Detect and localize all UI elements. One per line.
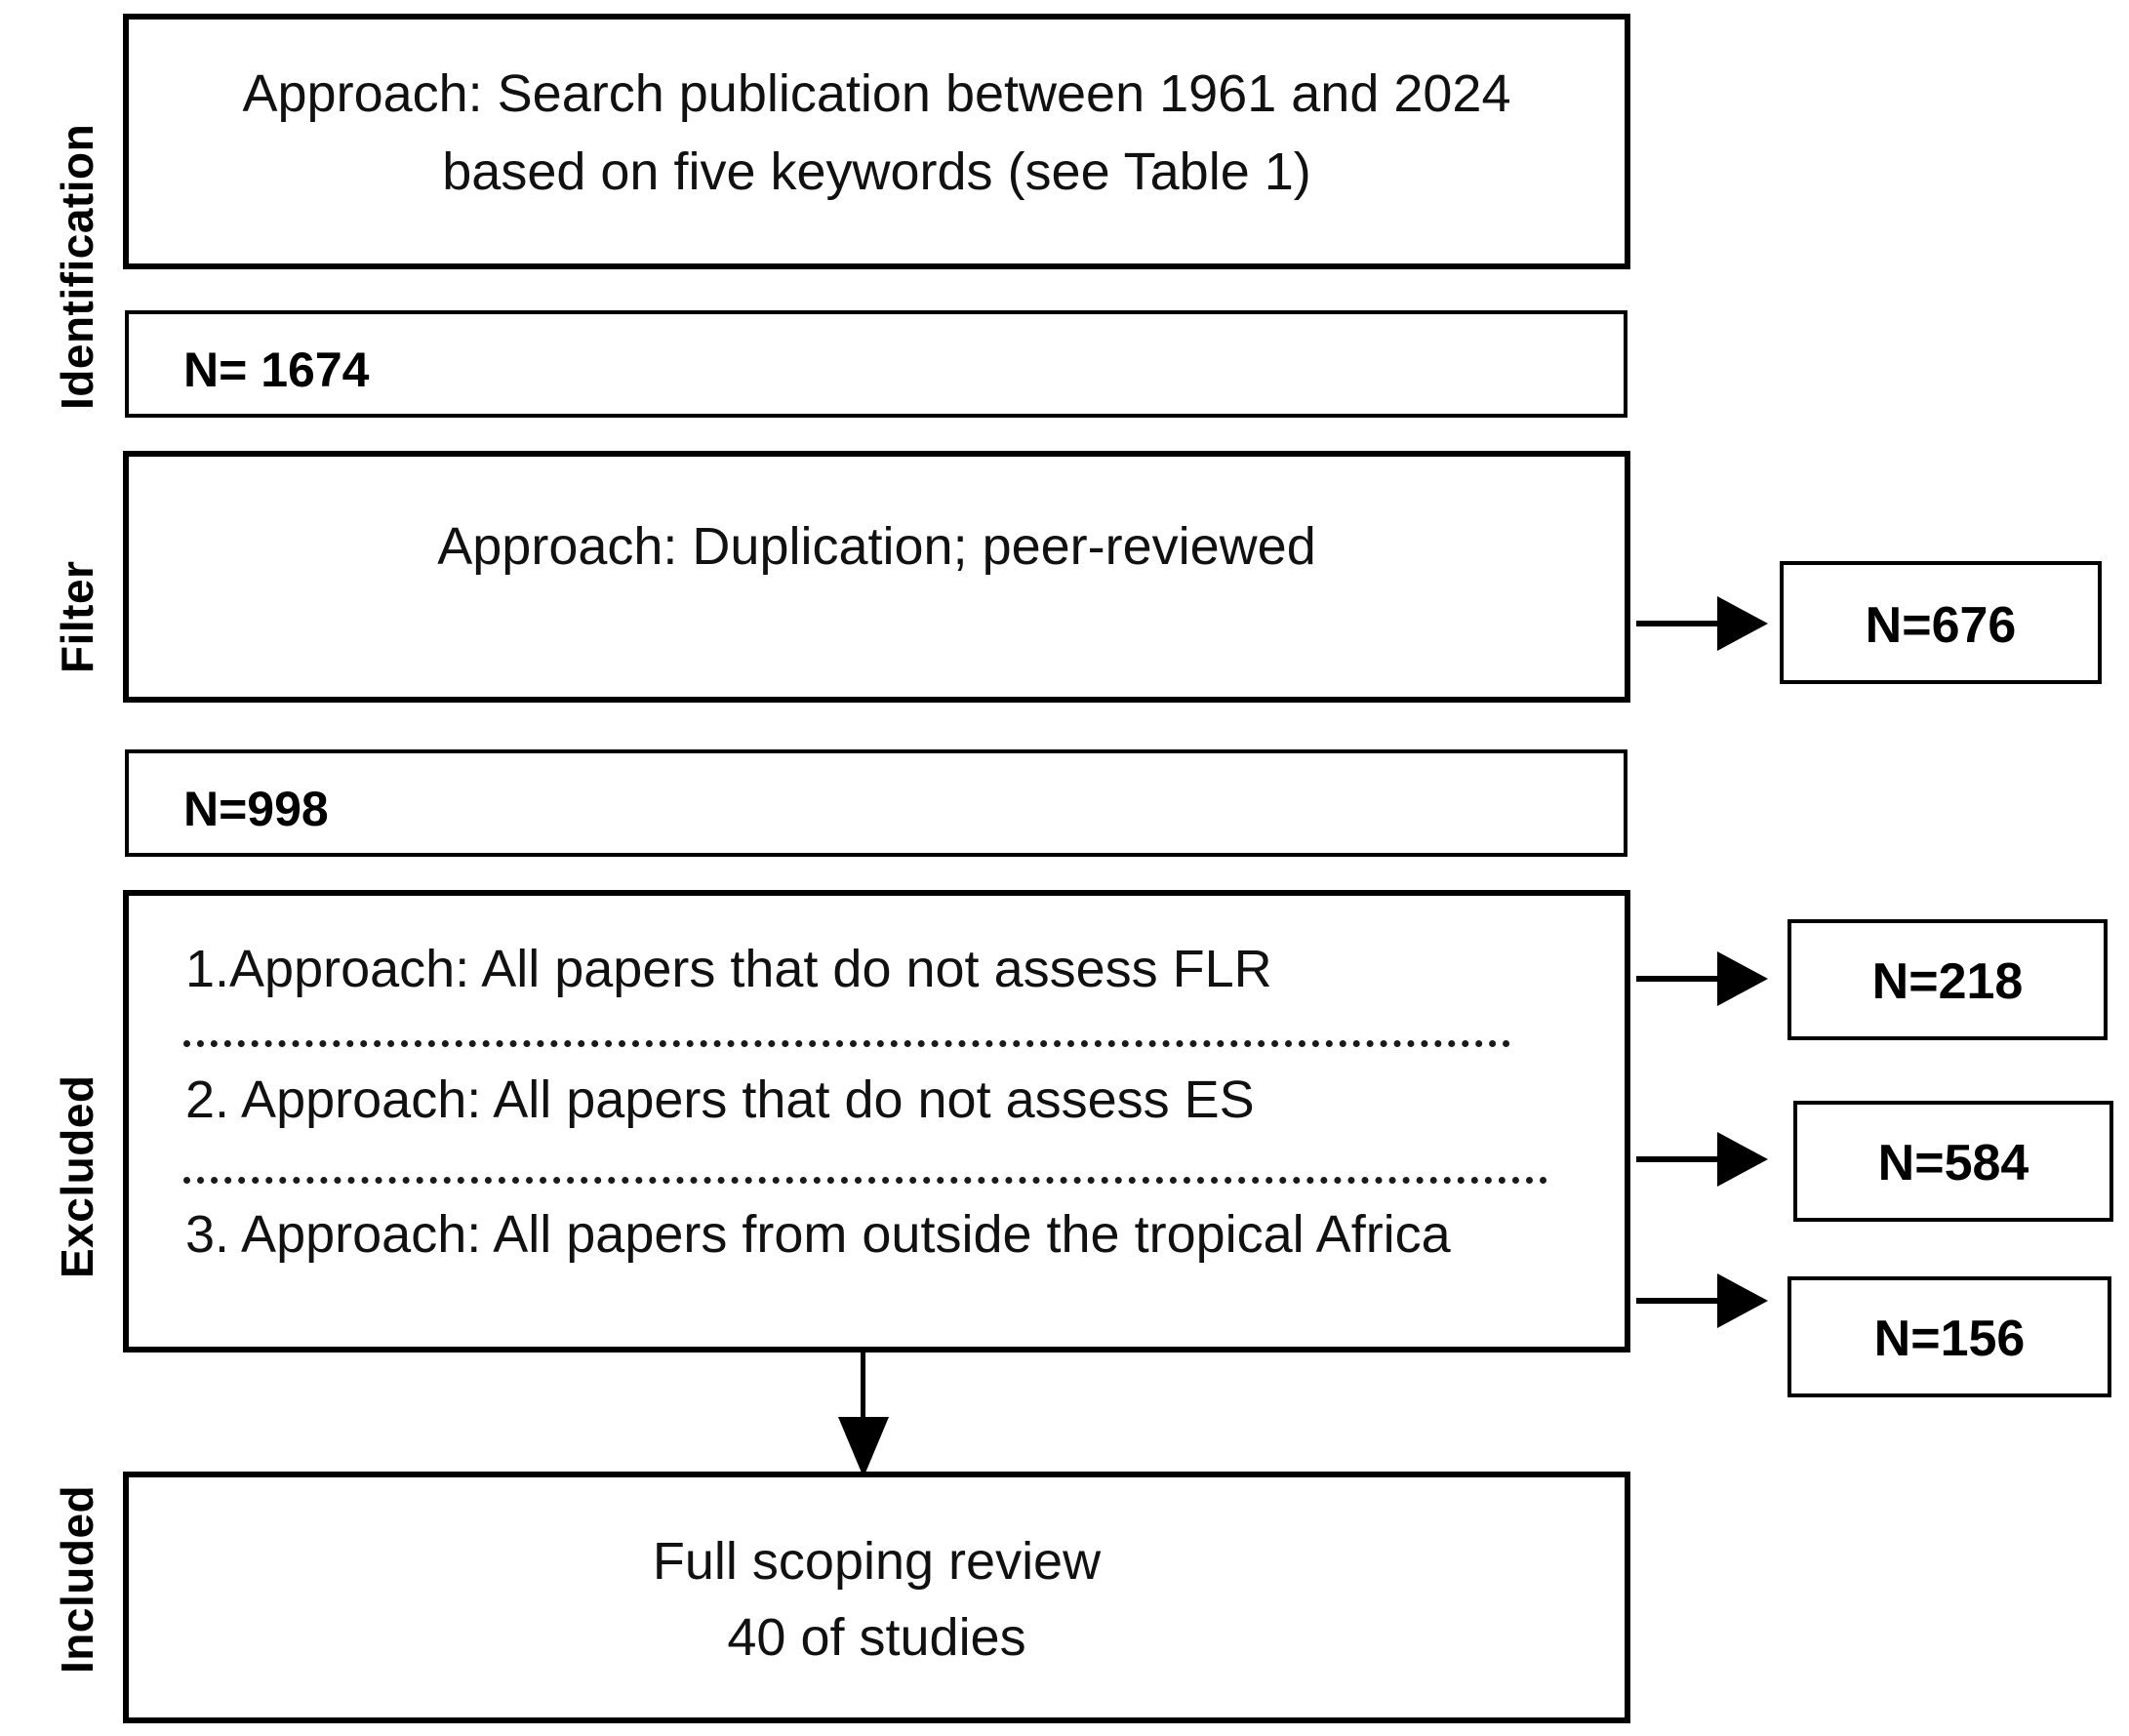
excluded-count-box-1: N=218 — [1788, 919, 2108, 1040]
included-line1: Full scoping review — [652, 1532, 1102, 1591]
excluded-separator-1 — [183, 1040, 1510, 1047]
filter-excluded-count-box: N=676 — [1780, 561, 2102, 684]
excluded-criterion-1: 1.Approach: All papers that do not asses… — [185, 940, 1272, 998]
excluded-separator-2 — [183, 1177, 1547, 1184]
stage-label-included: Included — [52, 1484, 102, 1674]
stage-label-excluded: Excluded — [52, 1074, 102, 1278]
stage-label-filter: Filter — [52, 560, 102, 673]
filter-excluded-count-label: N=676 — [1865, 597, 2017, 654]
search-approach-line1: Approach: Search publication between 196… — [242, 64, 1511, 123]
excluded-count-box-3: N=156 — [1788, 1276, 2111, 1397]
excluded-criterion-2: 2. Approach: All papers that do not asse… — [185, 1070, 1255, 1129]
identified-count-label: N= 1674 — [183, 343, 370, 397]
excluded-count-box-2: N=584 — [1793, 1101, 2113, 1222]
search-approach-line2: based on five keywords (see Table 1) — [442, 142, 1311, 201]
screened-count-label: N=998 — [183, 782, 329, 836]
filter-approach-box: Approach: Duplication; peer-reviewed — [123, 451, 1630, 703]
excluded-criteria-box: 1.Approach: All papers that do not asses… — [123, 890, 1630, 1352]
included-box: Full scoping review 40 of studies — [123, 1472, 1630, 1723]
excluded-criterion-3: 3. Approach: All papers from outside the… — [185, 1205, 1451, 1264]
excluded-count-label-1: N=218 — [1871, 953, 2024, 1010]
filter-approach-text: Approach: Duplication; peer-reviewed — [437, 517, 1316, 576]
excluded-count-label-2: N=584 — [1877, 1135, 2029, 1191]
excluded-count-label-3: N=156 — [1873, 1311, 2026, 1367]
screened-count-box: N=998 — [125, 749, 1627, 857]
stage-label-identification: Identification — [52, 123, 102, 410]
included-line2: 40 of studies — [727, 1608, 1026, 1667]
search-approach-box: Approach: Search publication between 196… — [123, 14, 1630, 269]
identified-count-box: N= 1674 — [125, 310, 1627, 418]
